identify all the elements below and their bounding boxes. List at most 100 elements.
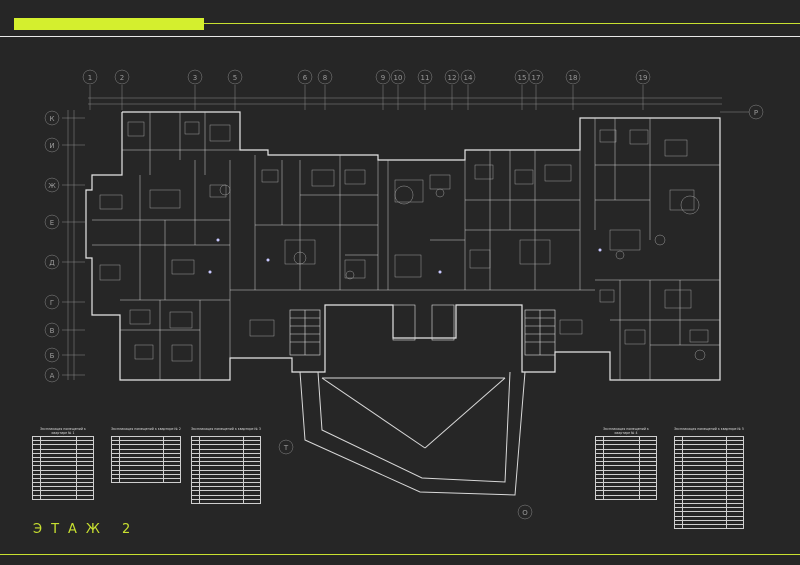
grid-column-label: 11 [421,74,430,82]
grid-column-marker [528,69,544,85]
furniture-item [624,329,646,345]
explication-table-grid [32,435,94,500]
furniture-item [669,189,695,211]
furniture-item [689,329,709,343]
table-row [111,477,181,484]
grid-column-label: 6 [303,74,308,82]
furniture-layer [99,121,709,362]
furniture-item [149,189,181,209]
grid-column-marker [460,69,476,85]
grid-extra-marker [517,504,533,520]
header-accent-bar [14,18,204,30]
grid-row-marker [44,137,60,153]
grid-column-label: 9 [381,74,385,82]
grid-column-marker [317,69,333,85]
table-row [674,523,744,530]
stairwells [289,304,556,356]
furniture-item [394,254,422,278]
furniture-item [99,264,121,281]
grid-column-label: 12 [448,74,457,82]
grid-row-marker [44,254,60,270]
table-row [32,494,94,500]
grid-row-marker [44,110,60,126]
room-marker-dot [266,258,270,262]
grid-row-label: К [50,115,55,123]
explication-table: Экспликация помещений к квартире № 1 [32,427,94,500]
header-rule [204,23,800,24]
furniture-item [184,121,200,135]
furniture-round-item [345,270,355,280]
furniture-item [344,169,366,185]
grid-column-marker [375,69,391,85]
grid-column-label: 18 [569,74,578,82]
grid-row-label: А [50,372,55,380]
furniture-item [664,139,688,157]
grid-row-label: Д [49,259,55,267]
grid-column-label: 2 [120,74,124,82]
grid-column-marker [635,69,651,85]
grid-row-label: Ж [48,182,56,190]
grid-row-marker [44,214,60,230]
table-cell [40,494,77,500]
furniture-item [209,184,227,198]
furniture-item [599,289,615,303]
furniture-round-item [293,251,307,265]
table-cell [639,494,657,500]
grid-column-label: 14 [464,74,473,82]
furniture-item [629,129,649,145]
furniture-round-item [694,349,706,361]
table-cell [191,498,200,505]
furniture-item [99,194,123,210]
furniture-item [171,259,195,275]
furniture-item [514,169,534,185]
furniture-round-item [435,188,445,198]
header-divider [0,36,800,37]
grid-column-marker [297,69,313,85]
furniture-item [394,179,424,203]
table-cell [682,523,727,530]
furniture-item [469,249,491,269]
furniture-item [261,169,279,183]
grid-row-label: Е [50,219,54,227]
furniture-item [134,344,154,360]
furniture-item [311,169,335,187]
floor-label: ЭТАЖ 2 [33,522,140,537]
grid-row-marker [44,347,60,363]
grid-column-label: 8 [323,74,327,82]
table-cell [119,477,164,484]
furniture-item [127,121,145,137]
table-cell [163,477,181,484]
furniture-item [559,319,583,335]
furniture-item [171,344,193,362]
footer-rule [0,554,800,555]
room-marker-dot [216,238,220,242]
grid-row-label: В [50,327,55,335]
grid-column-marker [227,69,243,85]
explication-table: Экспликация помещений к квартире № 5 [674,427,744,530]
grid-row-label: Б [50,352,55,360]
table-cell [726,523,744,530]
grid-column-label: 15 [518,74,527,82]
grid-column-label: 1 [88,74,92,82]
room-marker-dot [598,248,602,252]
furniture-item [664,289,692,309]
grid-column-label: 17 [532,74,541,82]
explication-table-title: Экспликация помещений к квартире № 1 [40,427,86,435]
table-cell [76,494,94,500]
grid-column-label: 10 [394,74,403,82]
explication-table-grid [674,435,744,530]
furniture-round-item [394,185,414,205]
grid-column-label: 19 [639,74,648,82]
furniture-item [599,129,617,143]
furniture-item [429,174,451,190]
table-cell [603,494,640,500]
building-outline [85,111,721,381]
furniture-item [209,124,231,142]
furniture-item [344,259,366,279]
furniture-round-item [615,250,625,260]
grid-column-marker [444,69,460,85]
explication-table: Экспликация помещений к квартире № 3 [191,427,261,505]
table-cell [674,523,683,530]
grid-column-label: 5 [233,74,237,82]
